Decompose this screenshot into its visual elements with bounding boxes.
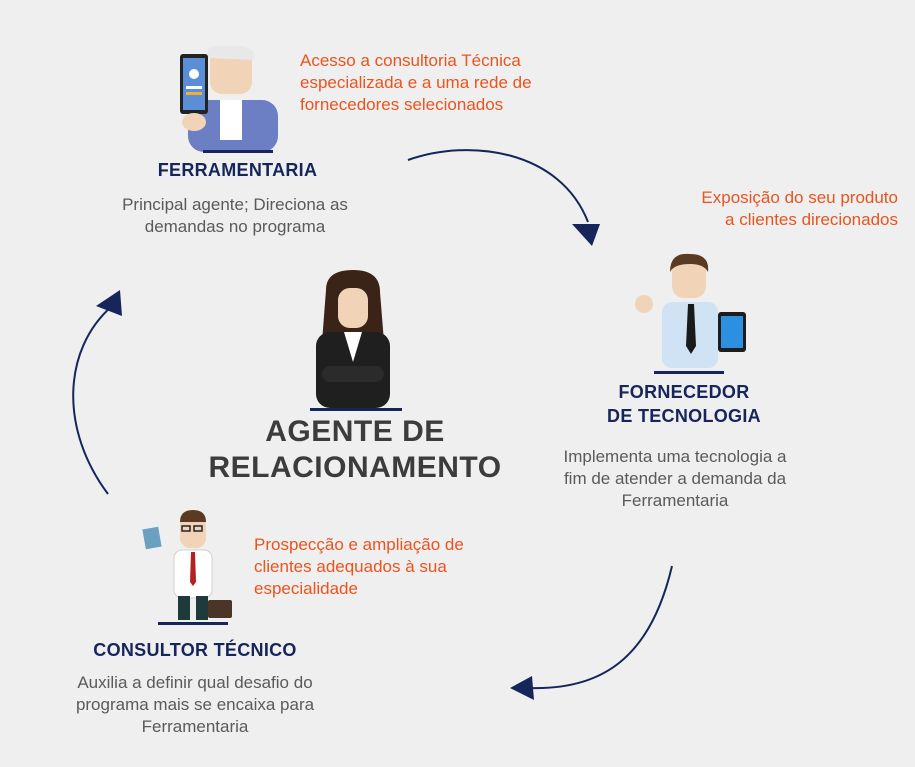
consultor-benefit: Prospecção e ampliação de clientes adequ… (254, 535, 464, 598)
arrow-consultor-to-ferramentaria (72, 305, 113, 495)
fornecedor-description: Implementa uma tecnologia a fim de atend… (563, 447, 787, 510)
consultant-briefcase-icon (142, 510, 232, 620)
consultor-title: CONSULTOR TÉCNICO (93, 640, 297, 660)
arrowhead-1 (572, 224, 600, 246)
arrowhead-2 (510, 676, 534, 700)
arrowhead-3 (96, 290, 122, 316)
fornecedor-title: FORNECEDOR DE TECNOLOGIA (607, 382, 761, 426)
businesswoman-icon (316, 270, 390, 408)
consultor-description: Auxilia a definir qual desafio do progra… (75, 673, 315, 736)
ferramentaria-description: Principal agente; Direciona as demandas … (122, 195, 348, 236)
businessman-tablet-icon (635, 253, 746, 368)
arrow-fornecedor-to-consultor (529, 565, 673, 690)
fornecedor-benefit: Exposição do seu produto a clientes dire… (701, 188, 898, 229)
ferramentaria-title: FERRAMENTARIA (157, 160, 318, 180)
ferramentaria-benefit: Acesso a consultoria Técnica especializa… (300, 51, 532, 114)
arrow-ferramentaria-to-fornecedor (407, 149, 589, 223)
center-title: AGENTE DE RELACIONAMENTO (208, 415, 502, 484)
elderly-man-phone-icon (180, 45, 278, 152)
